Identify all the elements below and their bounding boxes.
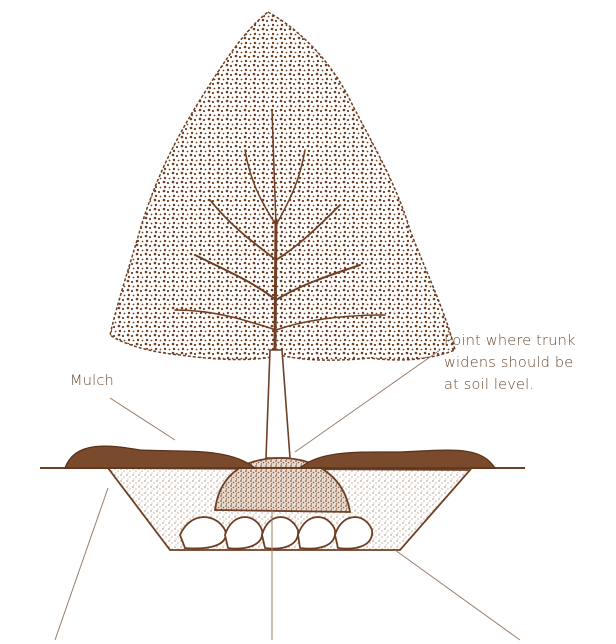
tree-canopy bbox=[110, 12, 455, 360]
trunk-flare-label: Point where trunk widens should be at so… bbox=[444, 330, 616, 396]
mulch-right bbox=[300, 450, 495, 468]
trunk-flare-label-line-2: widens should be bbox=[444, 352, 616, 374]
mulch-left bbox=[65, 446, 255, 468]
mulch-label: Mulch bbox=[70, 370, 114, 392]
undisturbed-soil-pedestal bbox=[180, 517, 372, 549]
tree-trunk bbox=[266, 350, 290, 458]
trunk-flare-label-line-1: Point where trunk bbox=[444, 330, 616, 352]
trunk-flare-label-line-3: at soil level. bbox=[444, 374, 616, 396]
